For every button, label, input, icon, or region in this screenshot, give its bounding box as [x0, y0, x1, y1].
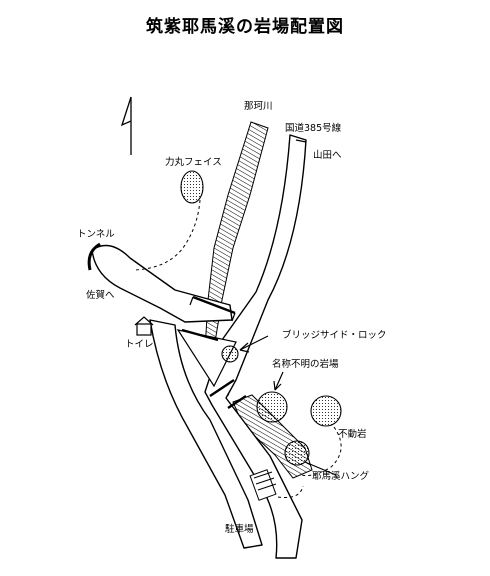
map-title: 筑紫耶馬溪の岩場配置図	[146, 17, 344, 37]
label-tunnel: トンネル	[77, 229, 115, 240]
label-nakagawa: 那珂川	[244, 101, 273, 112]
fudo-iwa-rock	[310, 395, 342, 427]
label-unnamed-rock: 名称不明の岩場	[272, 358, 339, 370]
label-to-yamada: 山田へ	[313, 150, 342, 161]
bridge-upper-tick-r	[231, 312, 236, 322]
label-yabakei-hang: 耶馬溪ハング	[312, 470, 370, 482]
bridge-upper	[192, 295, 236, 315]
bridge-side-rock	[221, 345, 239, 363]
label-fudo-iwa: 不動岩	[338, 428, 367, 440]
label-rikimaru-face: 力丸フェイス	[165, 156, 222, 168]
toilet-icon	[134, 316, 154, 336]
bridge-upper-tick-l	[189, 296, 194, 306]
label-to-saga: 佐賀へ	[86, 289, 115, 301]
bridge-mid	[181, 328, 219, 342]
label-toilet: トイレ	[125, 339, 154, 350]
label-parking: 駐車場	[225, 523, 254, 535]
path-fudo	[301, 426, 342, 477]
label-route385: 国道385号線	[285, 122, 342, 134]
yabakei-hang-rock	[284, 440, 310, 466]
arrow-hang-icon	[304, 461, 337, 476]
bridge-lower2	[227, 395, 247, 409]
arrow-unnamed-rock-icon	[273, 371, 284, 391]
route-385-road	[204, 134, 307, 559]
parking-area	[249, 469, 277, 501]
arrow-bridge-side-icon	[239, 335, 269, 353]
unnamed-rock	[256, 391, 288, 423]
bridge-lower	[209, 379, 235, 397]
path-rikimaru	[134, 199, 201, 271]
arrow-to-yamada-icon	[295, 139, 307, 143]
north-arrow-icon	[120, 96, 132, 155]
rikimaru-face-rock	[180, 170, 204, 204]
parking-road	[149, 319, 263, 549]
tunnel-mouth	[87, 242, 101, 271]
label-bridge-side-rock: ブリッジサイド・ロック	[282, 329, 387, 341]
